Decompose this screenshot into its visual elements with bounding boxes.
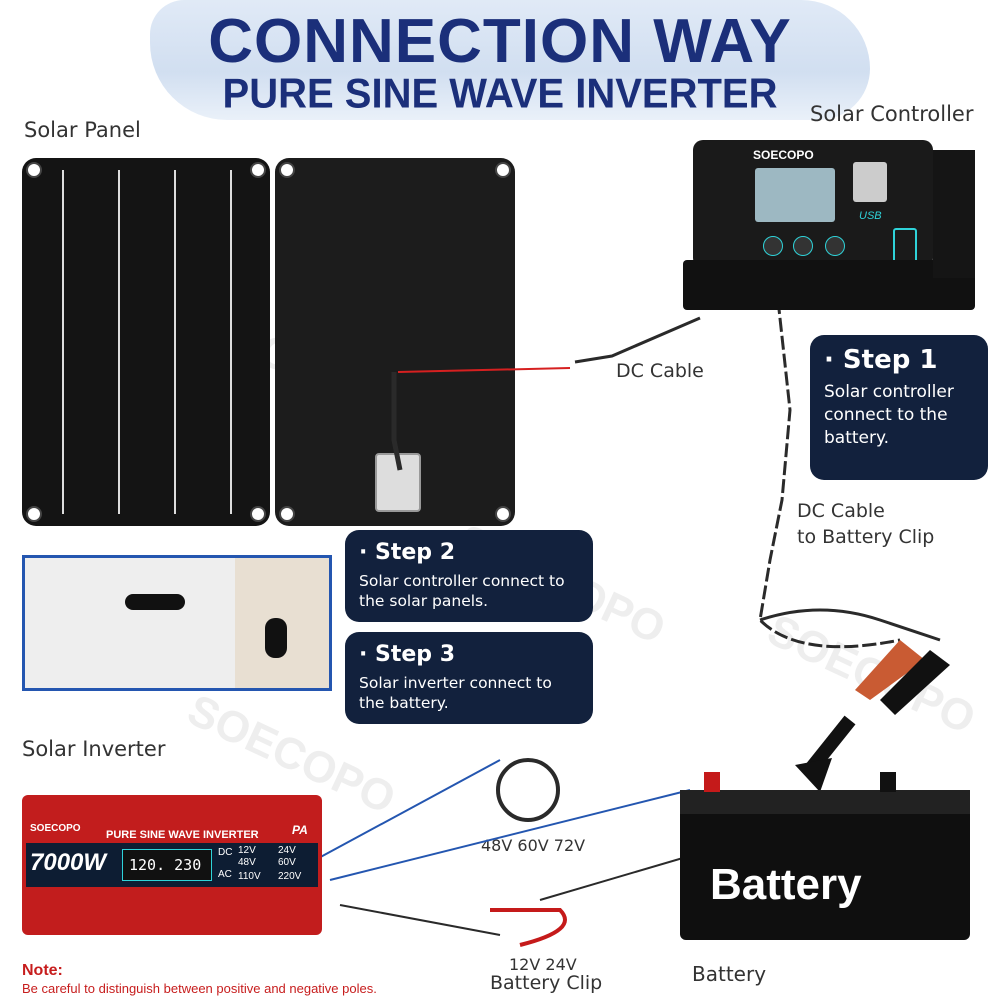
dc-option: 12V [238,845,256,856]
solar-panel-label: Solar Panel [24,118,141,142]
controller-heatsink [933,150,975,278]
solar-inverter: SOECOPO PURE SINE WAVE INVERTER PA 7000W… [22,795,322,935]
connector-photo [22,555,332,691]
step-2-box: · Step 2 Solar controller connect to the… [345,530,593,622]
positive-terminal-clip [704,772,720,792]
ac-option: 220V [278,871,302,882]
solar-panel-right [275,158,515,526]
dc-cable-battery-clip-label: DC Cable to Battery Clip [797,500,935,548]
dc-option: 24V [278,845,296,856]
battery-clip-label: Battery Clip [490,972,603,994]
voltage-12-label: 12V 24V [509,955,577,974]
step-1-desc: Solar controller connect to the battery. [824,382,954,448]
controller-face: SOECOPO USB [693,140,933,268]
step-2-title: · Step 2 [359,540,456,565]
page-subtitle: PURE SINE WAVE INVERTER [222,70,778,118]
negative-terminal-clip [880,772,896,792]
step-1-title: · Step 1 [824,345,938,375]
controller-brand: SOECOPO [753,148,814,162]
ac-label: AC [218,869,232,880]
page-title: CONNECTION WAY [208,7,792,76]
usb-ports-icon [853,162,887,202]
inverter-lcd: 120. 230 [122,849,212,881]
voltage-48-label: 48V 60V 72V [481,836,586,855]
solar-panel-left [22,158,270,526]
controller-terminal-block [683,260,975,310]
inverter-badge: PA [292,823,308,837]
ac-option: 110V [238,871,261,882]
inverter-lcd-value: 120. 230 [129,856,202,874]
inverter-panel: 7000W 120. 230 DC AC 12V 24V 48V 60V 110… [26,843,318,887]
dc-plug [125,594,185,610]
note-title: Note: [22,962,63,979]
dc-cable-label: DC Cable [616,360,704,382]
controller-button[interactable] [793,236,813,256]
usb-label: USB [859,210,882,222]
note-text: Be careful to distinguish between positi… [22,981,377,996]
controller-button[interactable] [825,236,845,256]
solar-controller-label: Solar Controller [810,102,974,126]
solar-controller: SOECOPO USB [683,140,975,310]
inverter-power: 7000W [30,849,107,876]
step-3-desc: Solar inverter connect to the battery. [359,674,552,712]
step-3-title: · Step 3 [359,642,456,667]
dc-option: 48V [238,857,256,868]
battery-indicator-icon [893,228,917,264]
dc-jack [265,618,287,658]
battery-text: Battery [710,860,862,909]
controller-lcd [755,168,835,222]
header-brush-background [150,0,870,120]
solar-inverter-label: Solar Inverter [22,737,166,761]
step-3-box: · Step 3 Solar inverter connect to the b… [345,632,593,724]
step-1-box: · Step 1 Solar controller connect to the… [810,335,988,480]
inverter-model: PURE SINE WAVE INVERTER [106,829,259,841]
battery-label: Battery [692,962,767,986]
dc-label: DC [218,847,233,858]
dc-option: 60V [278,857,296,868]
inverter-brand: SOECOPO [30,823,81,834]
controller-button[interactable] [763,236,783,256]
battery: Battery [680,790,970,940]
step-2-desc: Solar controller connect to the solar pa… [359,572,565,610]
